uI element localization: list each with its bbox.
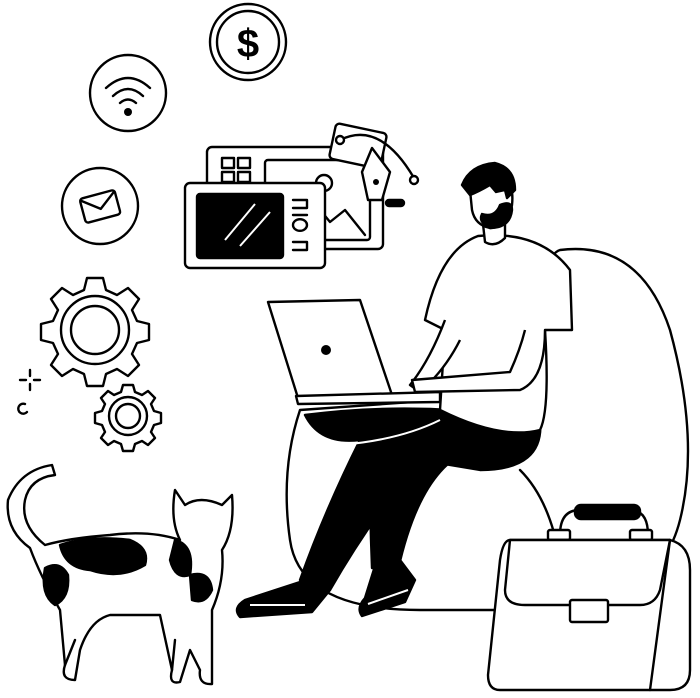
- sparkle-icon: [17, 368, 42, 415]
- mail-badge: [60, 166, 140, 246]
- gear-icon: [39, 276, 151, 388]
- cat: [6, 463, 234, 686]
- wifi-icon: [104, 76, 152, 116]
- wifi-badge: [88, 53, 168, 133]
- envelope-icon: [78, 189, 122, 224]
- dollar-icon: $: [237, 22, 259, 66]
- briefcase: [486, 503, 692, 692]
- pen-tool-icon: [328, 122, 420, 208]
- design-window-front: [183, 181, 327, 270]
- small-gear-icon: [93, 383, 163, 453]
- dollar-badge: $: [208, 2, 288, 82]
- man-at-laptop: [235, 161, 574, 619]
